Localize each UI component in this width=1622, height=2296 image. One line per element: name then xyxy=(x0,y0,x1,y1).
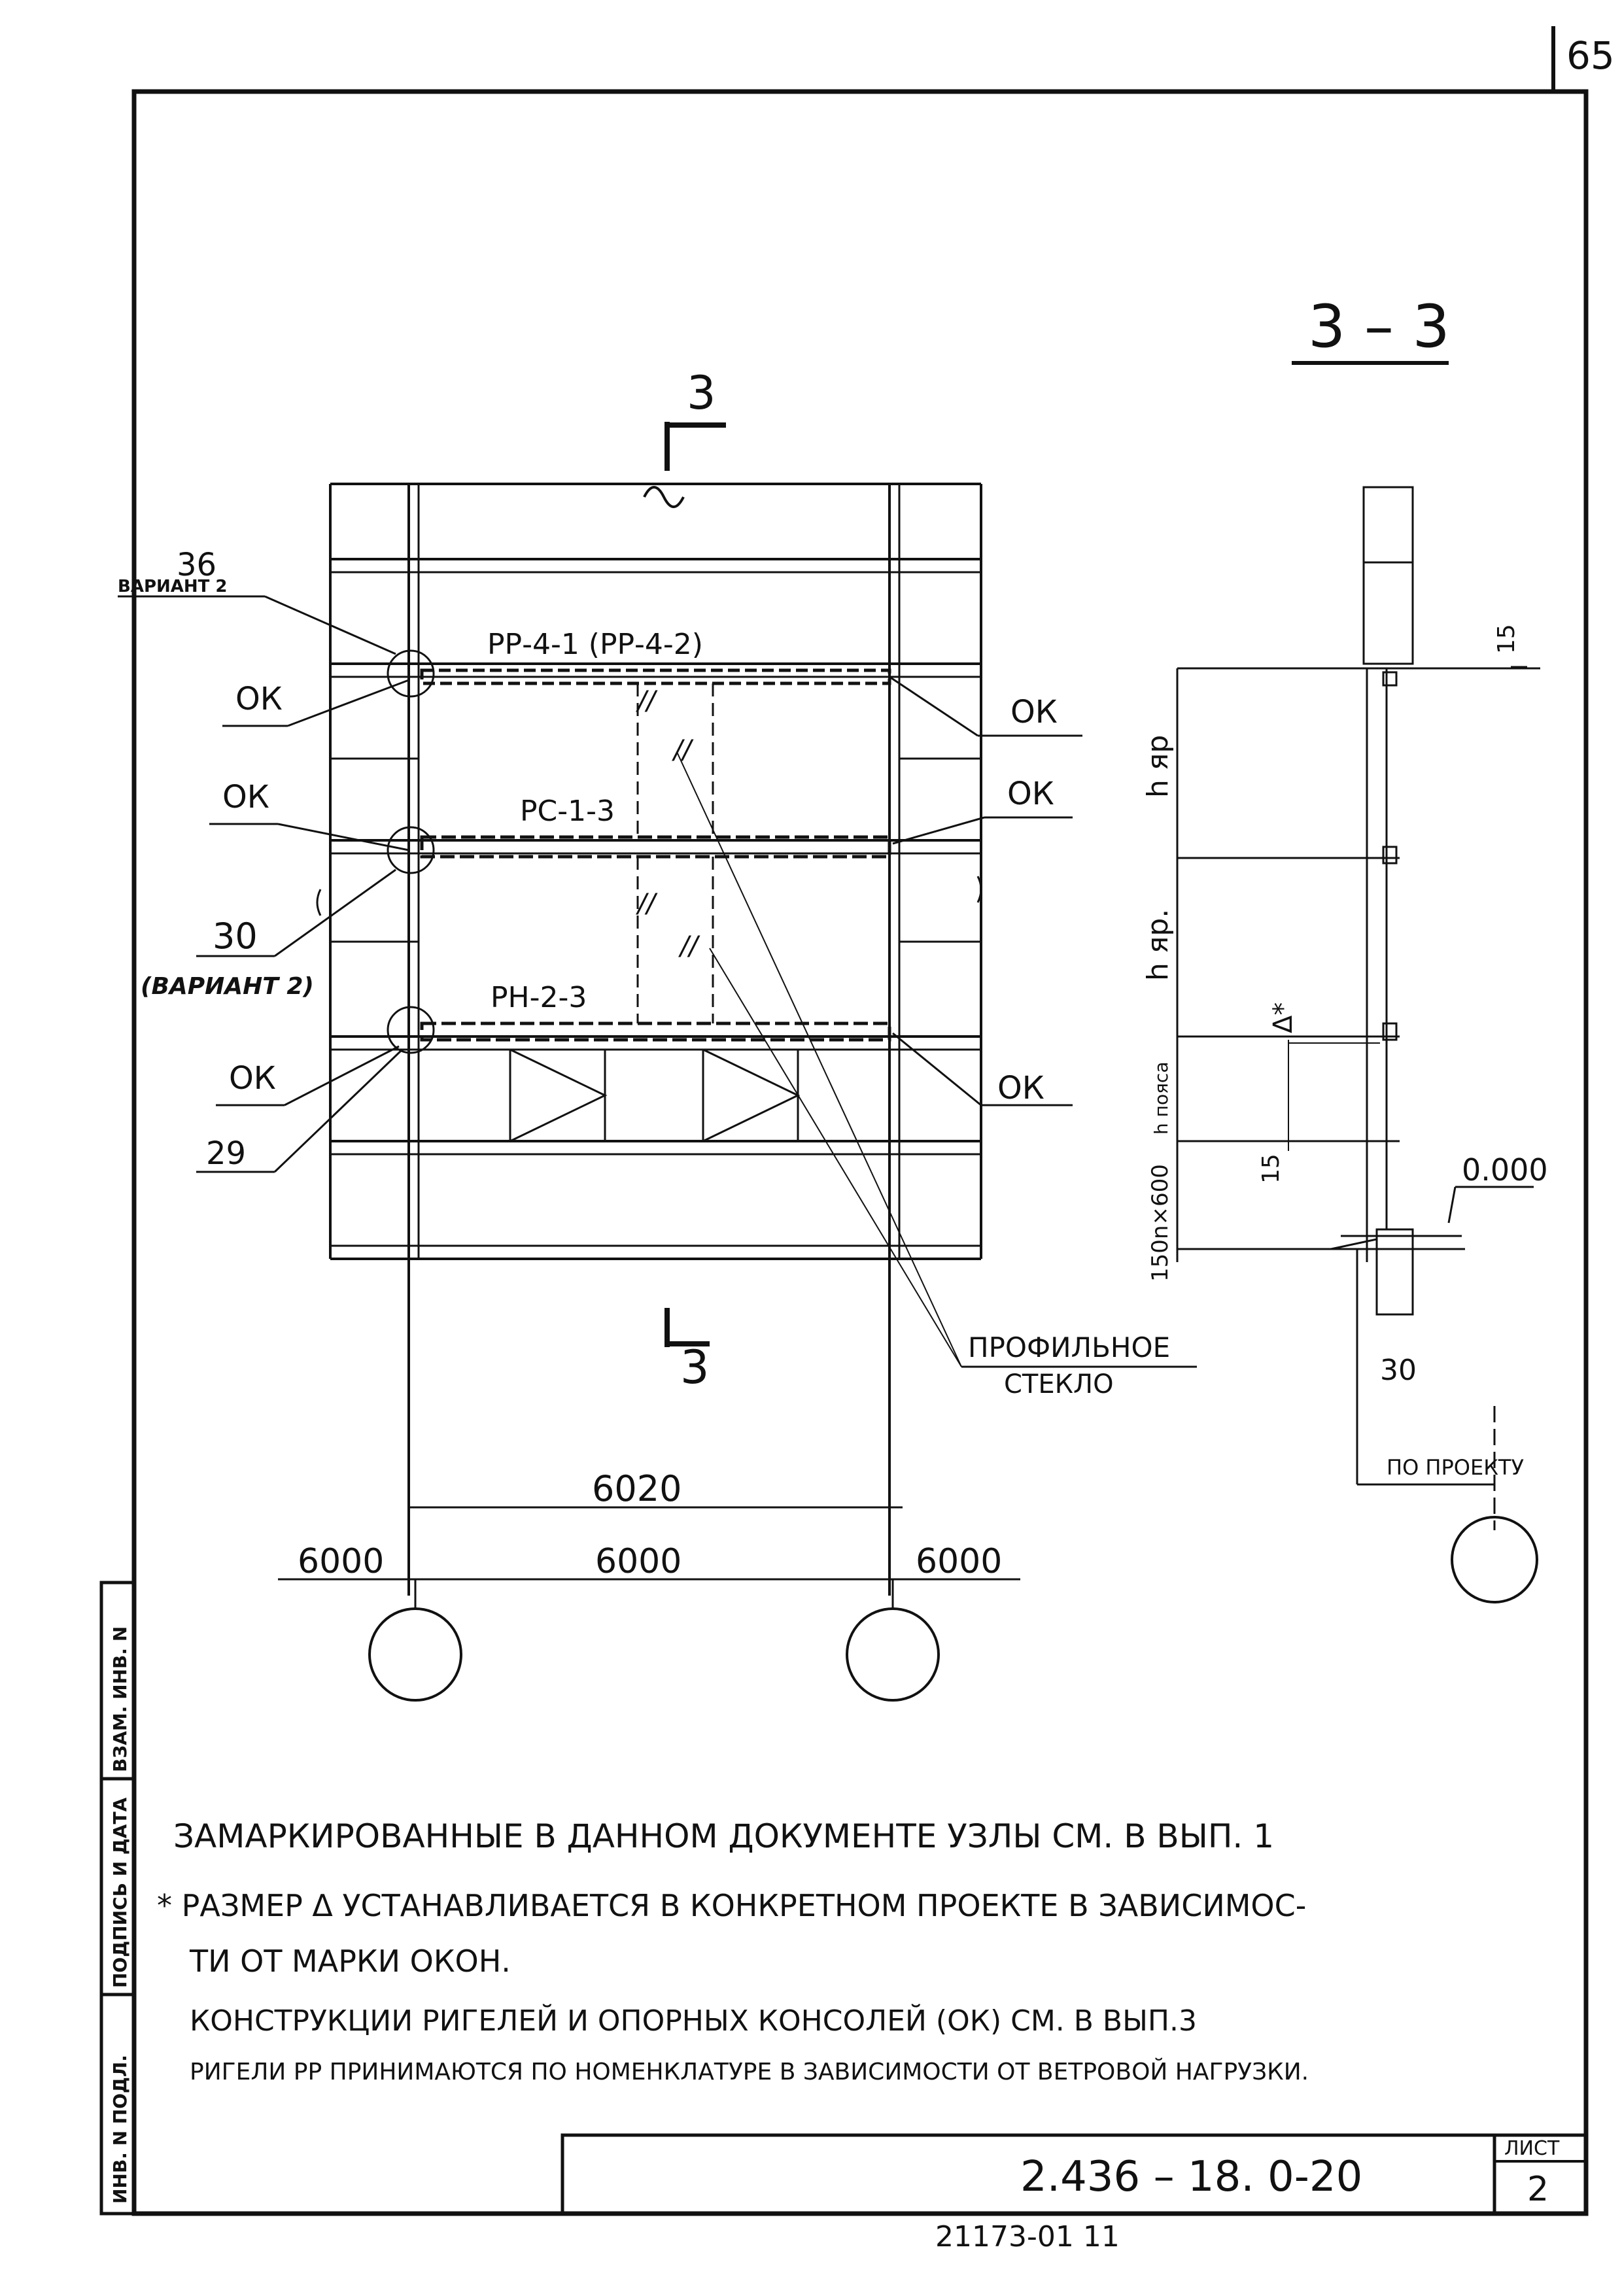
footer-code: 21173-01 11 xyxy=(935,2220,1120,2253)
document-code: 2.436 – 18. 0-20 xyxy=(1020,2153,1362,2201)
dim-150: 150 xyxy=(1147,1239,1173,1282)
node-29-circle xyxy=(387,1006,435,1054)
node-30-circle xyxy=(387,826,435,874)
dim-15-top: 15 xyxy=(1493,624,1520,654)
h-top-label: h яр xyxy=(1141,735,1175,798)
dim-right: 6000 xyxy=(916,1542,1002,1581)
beam-low xyxy=(420,1021,891,1042)
ok-label-3: ОК xyxy=(229,1060,276,1097)
section-mark-bottom: 3 xyxy=(680,1341,710,1394)
svg-text://: // xyxy=(678,931,700,961)
svg-text://: // xyxy=(672,735,694,765)
ok-label-5: ОК xyxy=(1007,776,1054,812)
notes: ЗАМАРКИРОВАННЫЕ В ДАННОМ ДОКУМЕНТЕ УЗЛЫ … xyxy=(157,1817,1309,2085)
axis-bubble-left xyxy=(368,1607,462,1702)
beam-top xyxy=(420,668,891,685)
section-axis-bubble xyxy=(1451,1516,1538,1603)
beam-low-label: РН-2-3 xyxy=(491,981,587,1014)
svg-text://: // xyxy=(636,686,658,716)
beam-mid-label: РС-1-3 xyxy=(520,795,615,828)
h-base-label: h пояса xyxy=(1150,1062,1172,1135)
by-project-label: ПО ПРОЕКТУ xyxy=(1387,1455,1524,1480)
node-30-label: 30 xyxy=(213,916,258,957)
dim-overall: 6020 xyxy=(592,1468,682,1509)
stamp-vzam-inv: ВЗАМ. ИНВ. N xyxy=(109,1626,131,1772)
section-title: 3 – 3 xyxy=(1308,292,1450,361)
dim-nx600: n×600 xyxy=(1147,1164,1173,1239)
glass-label-1: ПРОФИЛЬНОЕ xyxy=(968,1331,1170,1363)
stamp-inv-podl: ИНВ. N ПОДЛ. xyxy=(109,2055,131,2204)
note-line-4: КОНСТРУКЦИИ РИГЕЛЕЙ И ОПОРНЫХ КОНСОЛЕЙ (… xyxy=(190,2003,1197,2038)
section-mark-top: 3 xyxy=(687,366,716,420)
facade-elevation: 3 xyxy=(118,366,1197,1702)
level-label: 0.000 xyxy=(1462,1152,1548,1188)
node-29-label: 29 xyxy=(206,1135,246,1172)
glass-label-2: СТЕКЛО xyxy=(1004,1369,1114,1399)
title-block: 2.436 – 18. 0-20 ЛИСТ 2 21173-01 11 xyxy=(561,2133,1588,2253)
break-mark-top xyxy=(643,486,685,508)
section-detail: h яр h яр. h пояса Δ* 15 15 n×600 150 30… xyxy=(1141,486,1548,1603)
node-36-variant: ВАРИАНТ 2 xyxy=(118,577,228,596)
h-mid-label: h яр. xyxy=(1141,909,1175,981)
node-36-label: 36 xyxy=(177,547,216,583)
ok-label-4: ОК xyxy=(1010,694,1058,730)
stamp-signature-date: ПОДПИСЬ И ДАТА xyxy=(109,1797,131,1988)
dim-30: 30 xyxy=(1380,1354,1417,1387)
svg-text://: // xyxy=(636,889,658,919)
delta-label: Δ* xyxy=(1268,1002,1298,1033)
dim-center: 6000 xyxy=(595,1542,682,1581)
side-stamp: ИНВ. N ПОДЛ. ПОДПИСЬ И ДАТА ВЗАМ. ИНВ. N xyxy=(99,1581,136,2216)
node-36-circle xyxy=(387,649,435,698)
note-line-5: РИГЕЛИ РР ПРИНИМАЮТСЯ ПО НОМЕНКЛАТУРЕ В … xyxy=(190,2058,1309,2085)
note-line-1: ЗАМАРКИРОВАННЫЕ В ДАННОМ ДОКУМЕНТЕ УЗЛЫ … xyxy=(173,1817,1274,1855)
sheet-label: ЛИСТ xyxy=(1504,2137,1560,2160)
dim-left: 6000 xyxy=(298,1542,384,1581)
dim-15-low: 15 xyxy=(1258,1154,1285,1184)
node-30-variant: (ВАРИАНТ 2) xyxy=(141,973,314,1000)
ok-label-1: ОК xyxy=(235,681,283,717)
note-line-3: ТИ ОТ МАРКИ ОКОН. xyxy=(189,1944,511,1979)
ok-label-2: ОК xyxy=(222,779,269,815)
note-line-2: * РАЗМЕР Δ УСТАНАВЛИВАЕТСЯ В КОНКРЕТНОМ … xyxy=(157,1888,1306,1923)
page-number: 65 xyxy=(1566,33,1615,78)
ok-label-6: ОК xyxy=(997,1070,1044,1106)
beam-mid xyxy=(420,835,891,859)
beam-top-label: РР-4-1 (РР-4-2) xyxy=(487,628,703,661)
sheet-number: 2 xyxy=(1527,2170,1549,2209)
axis-bubble-right xyxy=(846,1607,940,1702)
